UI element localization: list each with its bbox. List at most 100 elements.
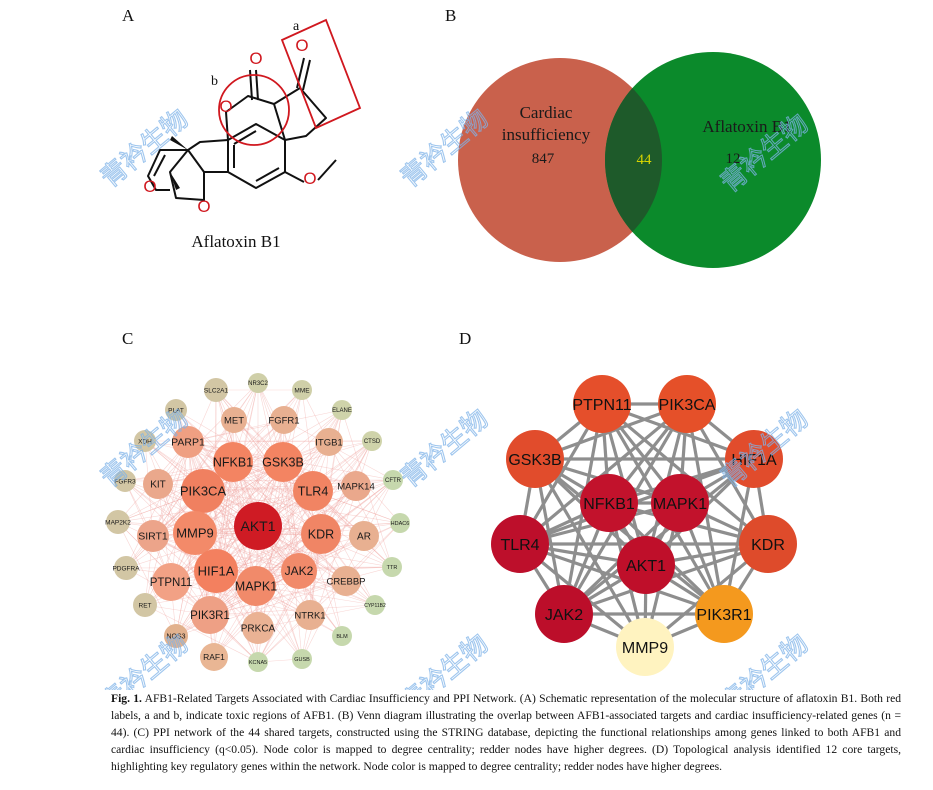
ppi-node-circle xyxy=(152,563,190,601)
furan-ring xyxy=(147,149,188,191)
panel-label-d: D xyxy=(459,329,472,348)
ppi-node: KDR xyxy=(301,514,341,554)
benzene-ring xyxy=(227,123,286,189)
core-node-label: AKT1 xyxy=(626,558,666,575)
ppi-node: MAPK1 xyxy=(235,566,277,606)
oxygen-atom: O xyxy=(303,169,316,188)
core-node: MMP9 xyxy=(616,618,674,676)
ppi-node-circle xyxy=(292,380,312,400)
ppi-node: GSK3B xyxy=(262,442,304,482)
ppi-edge xyxy=(298,479,394,572)
ppi-edge xyxy=(255,441,330,587)
ppi-node: MAPK14 xyxy=(337,471,375,501)
ppi-node-circle xyxy=(114,556,138,580)
core-node-circle xyxy=(573,375,631,433)
ppi-node: JAK2 xyxy=(281,553,317,589)
ppi-node: PIK3CA xyxy=(180,469,226,513)
ppi-node-label: NTRK1 xyxy=(294,610,325,621)
ppi-node-circle xyxy=(341,471,371,501)
ppi-edge xyxy=(152,382,259,537)
core-edge xyxy=(562,457,756,616)
core-node-label: TLR4 xyxy=(500,537,539,554)
oxygen-atom: O xyxy=(143,177,156,196)
panel-label-b: B xyxy=(445,6,457,25)
ppi-edge xyxy=(125,441,189,569)
ppi-node-circle xyxy=(390,513,410,533)
venn-right-count: 12 xyxy=(726,151,741,167)
ppi-node-label: CREBBP xyxy=(326,576,365,587)
ppi-edge xyxy=(202,490,393,568)
ppi-node: MET xyxy=(221,407,247,433)
ppi-edge xyxy=(209,485,357,616)
core-node: TLR4 xyxy=(491,515,549,573)
ppi-node-label: PARP1 xyxy=(171,437,205,449)
ppi-node-circle xyxy=(331,566,361,596)
ppi-node-label: AKT1 xyxy=(240,518,275,534)
ppi-node: PRKCA xyxy=(241,612,276,644)
ppi-node-circle xyxy=(191,596,229,634)
ppi-node-label: MAP2K2 xyxy=(105,519,131,526)
ppi-edge xyxy=(144,440,284,463)
core-node-label: PIK3CA xyxy=(659,397,716,414)
ppi-edge xyxy=(170,461,284,583)
region-label-b: b xyxy=(211,74,218,89)
ppi-node-circle xyxy=(263,442,303,482)
core-node: HIF1A xyxy=(725,430,783,488)
ppi-node: MAP2K2 xyxy=(105,510,131,534)
ppi-edge xyxy=(255,585,376,606)
core-node-label: GSK3B xyxy=(508,452,561,469)
panel-label-c: C xyxy=(122,329,134,348)
ppi-edge xyxy=(215,441,330,572)
ppi-node: ITGB1 xyxy=(315,428,343,456)
ppi-node-circle xyxy=(143,469,173,499)
ppi-node: CYP11B2 xyxy=(364,595,386,615)
ppi-node-circle xyxy=(301,514,341,554)
ppi-node-label: AR xyxy=(357,532,371,543)
ppi-node: HIF1A xyxy=(194,549,238,593)
core-node-circle xyxy=(739,515,797,573)
venn-overlap-count: 44 xyxy=(637,152,653,168)
ppi-node-label: PDGFRA xyxy=(112,565,140,572)
core-node-circle xyxy=(658,375,716,433)
ppi-edge xyxy=(209,490,314,616)
ppi-node-circle xyxy=(365,595,385,615)
ppi-node-circle xyxy=(165,399,187,421)
cyclopentenone-ring xyxy=(273,87,327,141)
core-node-circle xyxy=(491,515,549,573)
ppi-edge xyxy=(209,566,393,616)
ppi-node-circle xyxy=(349,521,379,551)
ppi-node-label: GUSB xyxy=(294,657,310,663)
core-node-label: PIK3R1 xyxy=(696,607,751,624)
ppi-node-circle xyxy=(221,407,247,433)
ppi-node-label: PLAT xyxy=(168,407,184,414)
ppi-node-label: XDH xyxy=(138,438,152,445)
ppi-node: RAF1 xyxy=(200,643,228,671)
ppi-node-label: CTSD xyxy=(364,439,381,445)
ppi-edge xyxy=(202,490,311,616)
ppi-edge xyxy=(209,580,347,616)
oxygen-atom: O xyxy=(295,36,308,55)
oxygen-atoms: O O O O O O xyxy=(143,36,316,216)
ppi-node-circle xyxy=(295,600,325,630)
ppi-node: SLC2A1 xyxy=(204,378,228,402)
ppi-node-label: BLM xyxy=(336,634,348,640)
ppi-node-circle xyxy=(181,469,225,513)
oxygen-atom: O xyxy=(197,197,210,216)
ppi-node: AKT1 xyxy=(234,502,282,550)
ppi-node: NOS3 xyxy=(164,624,188,648)
ppi-edge xyxy=(312,490,376,606)
wedge-bond xyxy=(170,136,188,150)
ppi-node-circle xyxy=(173,511,217,555)
ppi-node-label: RET xyxy=(139,602,152,609)
ppi-node-label: MME xyxy=(294,387,310,394)
core-node-circle xyxy=(695,585,753,643)
ppi-node-label: CFTR xyxy=(385,478,402,484)
ppi-edge xyxy=(257,479,394,663)
caption-label: Fig. 1. xyxy=(111,692,142,705)
ppi-edge xyxy=(187,441,322,535)
ppi-node-label: NR3C2 xyxy=(248,381,268,387)
ppi-node: CFTR xyxy=(383,470,403,490)
oxygen-atom: O xyxy=(219,97,232,116)
core-node-circle xyxy=(616,618,674,676)
